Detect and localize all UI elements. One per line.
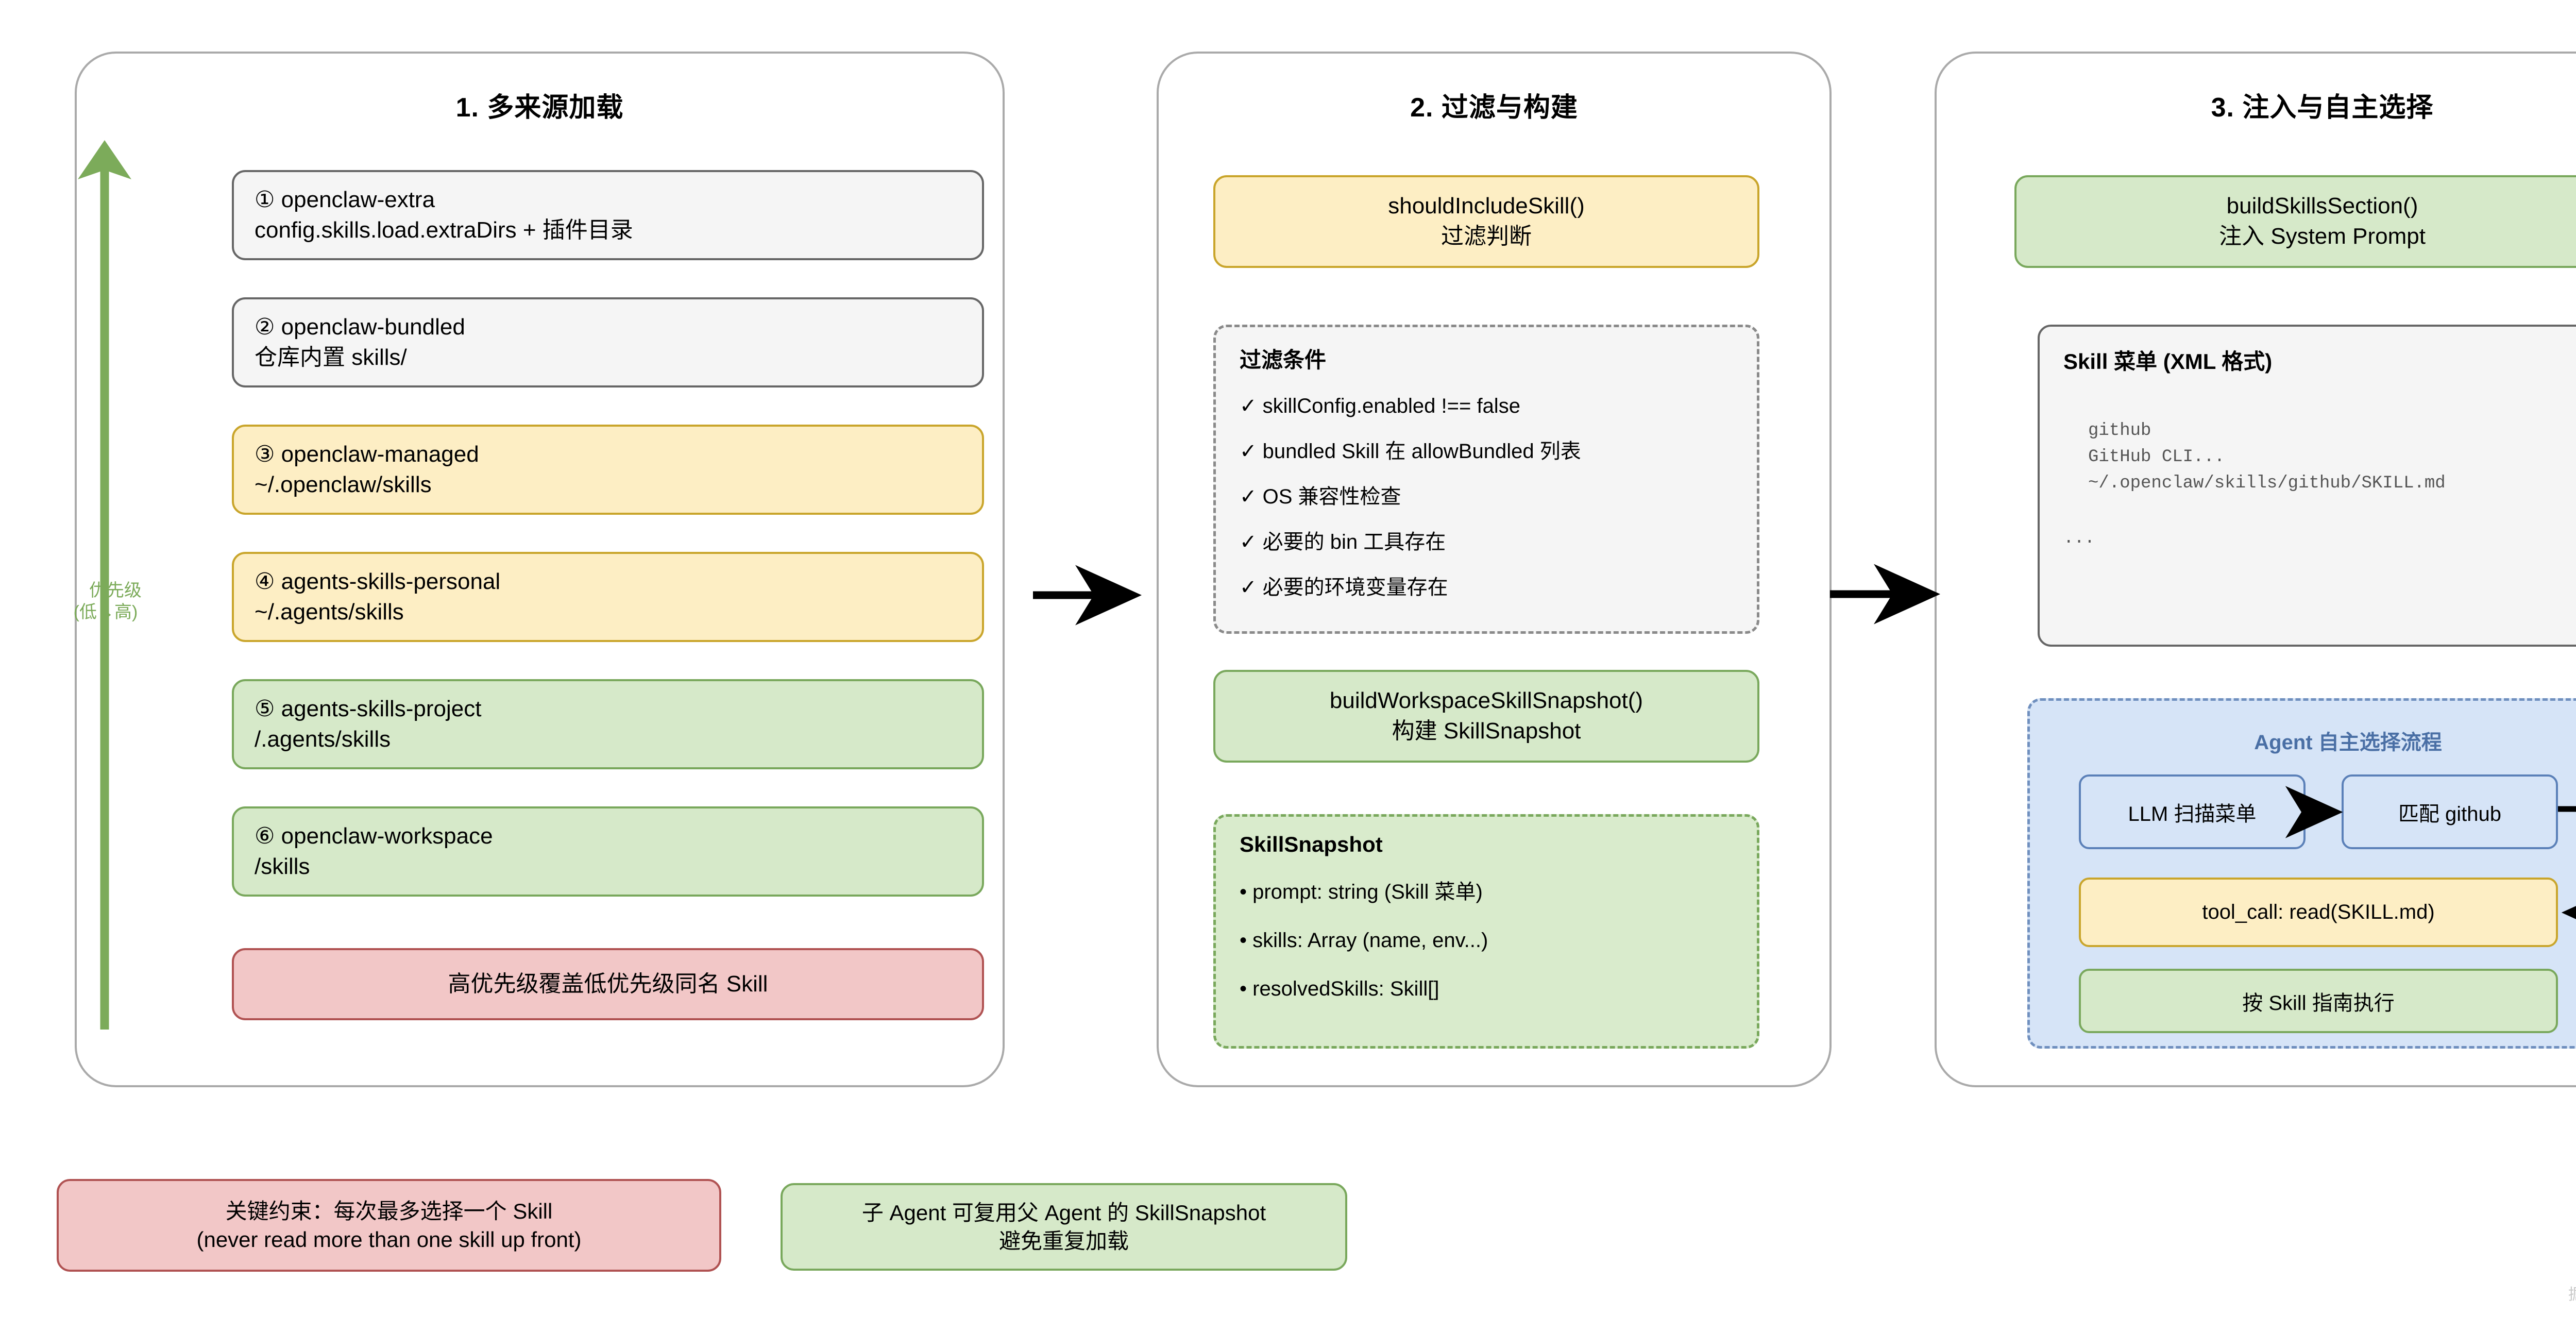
priority-arrow-label: 优先级 (低→高) bbox=[36, 559, 175, 645]
footer-line-2: 避免重复加载 bbox=[998, 1229, 1129, 1253]
skill-menu-title: Skill 菜单 (XML 格式) bbox=[2063, 349, 2273, 374]
source-path: 仓库内置 skills/ bbox=[255, 344, 407, 370]
source-path: config.skills.load.extraDirs + 插件目录 bbox=[255, 217, 633, 243]
source-path: /.agents/skills bbox=[255, 726, 391, 752]
skill-snapshot-box: SkillSnapshot • prompt: string (Skill 菜单… bbox=[1213, 814, 1759, 1049]
source-name: ⑤ agents-skills-project bbox=[255, 696, 482, 721]
source-name: ② openclaw-bundled bbox=[255, 314, 465, 340]
source-card-agents-skills-project[interactable]: ⑤ agents-skills-project /.agents/skills bbox=[232, 679, 984, 769]
footer-line-1: 关键约束：每次最多选择一个 Skill bbox=[225, 1199, 553, 1223]
flow-step-label: 匹配 github bbox=[2398, 802, 2502, 825]
flow-step-label: tool_call: read(SKILL.md) bbox=[2202, 901, 2435, 923]
source-card-openclaw-extra[interactable]: ① openclaw-extra config.skills.load.extr… bbox=[232, 170, 984, 260]
override-note-card: 高优先级覆盖低优先级同名 Skill bbox=[232, 948, 984, 1020]
skill-snapshot-title: SkillSnapshot bbox=[1240, 832, 1383, 856]
skill-snapshot-field: • resolvedSkills: Skill[] bbox=[1240, 977, 1439, 1000]
filter-condition-item: ✓ 必要的环境变量存在 bbox=[1240, 576, 1448, 599]
source-path: ~/.openclaw/skills bbox=[255, 471, 432, 497]
agent-flow-title: Agent 自主选择流程 bbox=[2254, 731, 2442, 754]
fn-desc: 注入 System Prompt bbox=[2219, 224, 2426, 249]
flow-step-tool-call-read[interactable]: tool_call: read(SKILL.md) bbox=[2079, 878, 2558, 947]
filter-conditions-box: 过滤条件 ✓ skillConfig.enabled !== false ✓ b… bbox=[1213, 325, 1759, 634]
flow-step-llm-scan-menu[interactable]: LLM 扫描菜单 bbox=[2079, 774, 2306, 849]
flow-step-match-github[interactable]: 匹配 github bbox=[2342, 774, 2558, 849]
skill-menu-code: github GitHub CLI... ~/.openclaw/skills/… bbox=[2088, 421, 2446, 493]
watermark: 掘金技术社区 @ 京东云开发者 bbox=[2568, 1282, 2576, 1304]
should-include-skill-card[interactable]: shouldIncludeSkill() 过滤判断 bbox=[1213, 175, 1759, 268]
source-path: ~/.agents/skills bbox=[255, 599, 404, 625]
source-card-openclaw-managed[interactable]: ③ openclaw-managed ~/.openclaw/skills bbox=[232, 425, 984, 515]
skill-snapshot-field: • prompt: string (Skill 菜单) bbox=[1240, 881, 1483, 903]
panel-3-title: 3. 注入与自主选择 bbox=[2211, 93, 2434, 123]
fn-name: buildWorkspaceSkillSnapshot() bbox=[1329, 688, 1643, 714]
build-skills-section-card[interactable]: buildSkillsSection() 注入 System Prompt bbox=[2014, 175, 2576, 268]
build-workspace-skill-snapshot-card[interactable]: buildWorkspaceSkillSnapshot() 构建 SkillSn… bbox=[1213, 670, 1759, 763]
override-note-text: 高优先级覆盖低优先级同名 Skill bbox=[448, 971, 768, 997]
source-name: ① openclaw-extra bbox=[255, 187, 435, 212]
fn-name: buildSkillsSection() bbox=[2226, 193, 2418, 219]
filter-condition-item: ✓ 必要的 bin 工具存在 bbox=[1240, 531, 1446, 553]
footer-key-constraint: 关键约束：每次最多选择一个 Skill (never read more tha… bbox=[57, 1179, 721, 1272]
skill-menu-code-ellipsis: ... bbox=[2063, 529, 2095, 548]
filter-condition-item: ✓ bundled Skill 在 allowBundled 列表 bbox=[1240, 440, 1581, 463]
footer-line-1: 子 Agent 可复用父 Agent 的 SkillSnapshot bbox=[861, 1200, 1266, 1225]
skill-menu-box: Skill 菜单 (XML 格式) github GitHub CLI... ~… bbox=[2038, 325, 2576, 647]
panel-2-title: 2. 过滤与构建 bbox=[1410, 93, 1578, 123]
footer-line-2: (never read more than one skill up front… bbox=[196, 1227, 582, 1252]
source-card-openclaw-workspace[interactable]: ⑥ openclaw-workspace /skills bbox=[232, 806, 984, 897]
fn-desc: 过滤判断 bbox=[1441, 224, 1532, 249]
skill-snapshot-field: • skills: Array (name, env...) bbox=[1240, 929, 1488, 952]
priority-label-text: 优先级 (低→高) bbox=[73, 581, 142, 622]
fn-name: shouldIncludeSkill() bbox=[1388, 193, 1585, 219]
source-card-openclaw-bundled[interactable]: ② openclaw-bundled 仓库内置 skills/ bbox=[232, 297, 984, 387]
panel-1-title: 1. 多来源加载 bbox=[455, 93, 624, 123]
flow-step-execute-skill-guide[interactable]: 按 Skill 指南执行 bbox=[2079, 969, 2558, 1033]
flow-step-label: LLM 扫描菜单 bbox=[2128, 802, 2257, 825]
filter-condition-item: ✓ skillConfig.enabled !== false bbox=[1240, 395, 1520, 417]
source-name: ⑥ openclaw-workspace bbox=[255, 823, 493, 849]
filter-condition-item: ✓ OS 兼容性检查 bbox=[1240, 485, 1401, 508]
source-path: /skills bbox=[255, 853, 310, 879]
flow-step-label: 按 Skill 指南执行 bbox=[2242, 991, 2395, 1015]
source-card-agents-skills-personal[interactable]: ④ agents-skills-personal ~/.agents/skill… bbox=[232, 552, 984, 642]
source-name: ③ openclaw-managed bbox=[255, 441, 479, 467]
footer-subagent-reuse: 子 Agent 可复用父 Agent 的 SkillSnapshot 避免重复加… bbox=[781, 1183, 1347, 1271]
filter-conditions-title: 过滤条件 bbox=[1240, 348, 1327, 372]
fn-desc: 构建 SkillSnapshot bbox=[1392, 718, 1581, 744]
source-name: ④ agents-skills-personal bbox=[255, 568, 501, 594]
